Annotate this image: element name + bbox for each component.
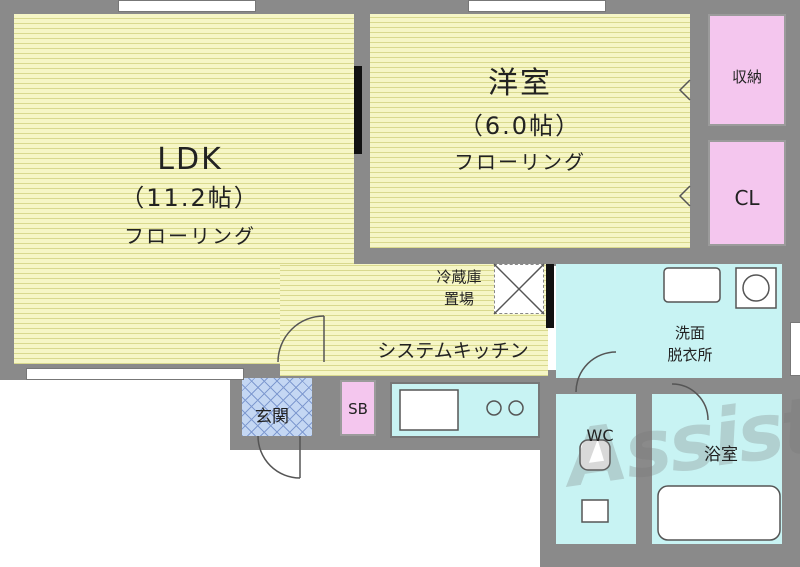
door-washroom [546, 264, 554, 328]
window-washroom [790, 322, 800, 376]
bath-label: 浴室 [704, 445, 738, 465]
ldk-floor: フローリング [124, 224, 256, 248]
closet-label: CL [734, 186, 760, 210]
entrance-label: 玄関 [255, 407, 289, 427]
window-ldk-bottom [26, 368, 244, 380]
wc-label: WC [586, 426, 614, 445]
entrance-floor [242, 378, 312, 436]
kitchen-label: システムキッチン [377, 340, 529, 362]
wall-left [0, 0, 14, 380]
western-room [370, 14, 690, 248]
ldk-size: （11.2帖） [120, 184, 260, 212]
fridge-label-line1: 冷蔵庫 [436, 268, 482, 286]
window-western-top [468, 0, 606, 12]
wall-mid [354, 248, 800, 266]
washroom-label-line2: 脱衣所 [667, 346, 713, 364]
storage-room [708, 14, 786, 126]
ldk-name: LDK [157, 142, 223, 177]
western-floor: フローリング [454, 150, 586, 174]
western-size: （6.0帖） [458, 112, 582, 140]
storage-label: 収納 [731, 68, 762, 86]
western-name: 洋室 [488, 66, 552, 101]
window-ldk-top [118, 0, 256, 12]
shoebox [340, 380, 376, 436]
fridge-label-line2: 置場 [443, 290, 474, 308]
door-western [354, 66, 362, 154]
closet-room [708, 140, 786, 246]
shoebox-label: SB [348, 400, 368, 418]
washroom-label-line1: 洗面 [674, 324, 705, 342]
